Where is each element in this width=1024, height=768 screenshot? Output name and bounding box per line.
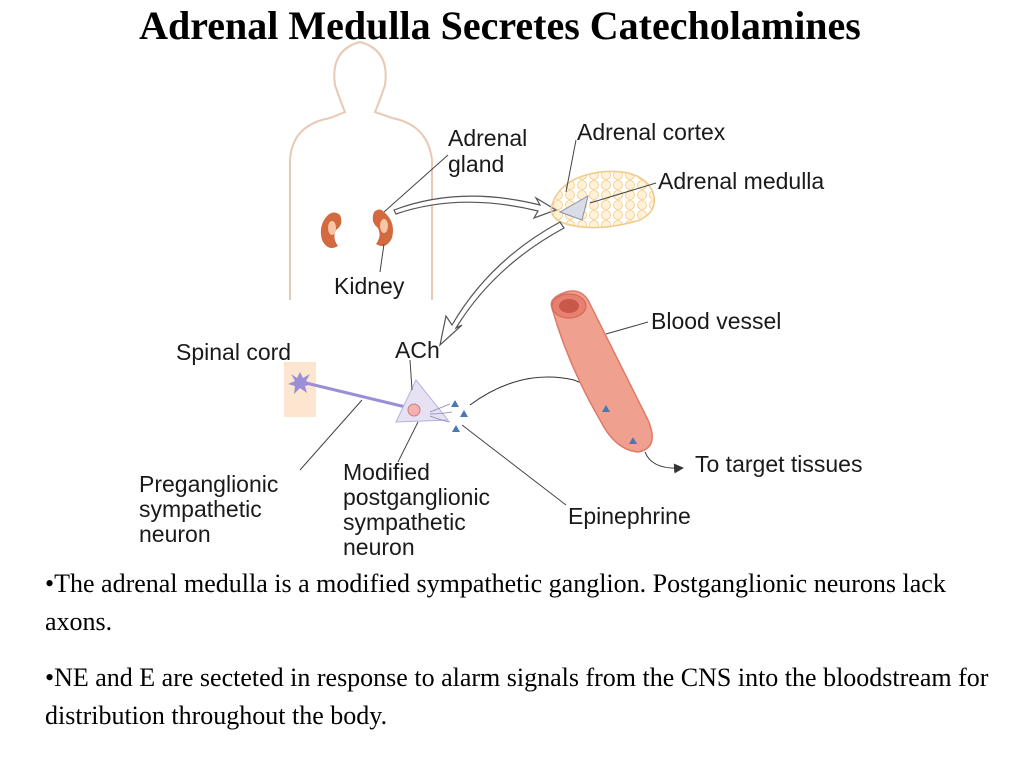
zoom-arrow xyxy=(439,221,565,347)
preganglionic-label-line1: Preganglionic xyxy=(139,471,278,497)
right-kidney xyxy=(372,209,393,246)
epinephrine-leader xyxy=(461,424,567,506)
medulla-leader xyxy=(589,182,657,204)
chromaffin-cell xyxy=(395,379,453,423)
body-outline xyxy=(289,40,433,300)
adrenal-gland-label-line2: gland xyxy=(448,151,504,177)
preganglionic-axon xyxy=(305,381,419,412)
cortex-leader xyxy=(565,139,577,193)
spinal-cord xyxy=(284,362,316,417)
modified-label-line1: Modified xyxy=(343,459,430,485)
spinal-neuron-body xyxy=(288,372,313,394)
to-target-arrow xyxy=(644,451,684,474)
adrenal-gland-leader xyxy=(383,154,449,213)
preganglionic-label-line3: neuron xyxy=(139,521,211,547)
preganglionic-leader xyxy=(299,399,363,471)
blood-vessel-label: Blood vessel xyxy=(651,308,781,334)
modified-leader xyxy=(397,421,419,463)
modified-label-line2: postganglionic xyxy=(343,484,490,510)
modified-label-line3: sympathetic xyxy=(343,509,466,535)
blood-vessel xyxy=(550,290,653,453)
bullet-list: •The adrenal medulla is a modified sympa… xyxy=(45,565,995,753)
enlarge-arrow xyxy=(393,195,558,220)
kidney-leader xyxy=(379,243,385,273)
to-target-label: To target tissues xyxy=(695,451,862,477)
epinephrine-molecules xyxy=(451,400,468,432)
ach-label: ACh xyxy=(395,337,440,363)
adrenal-gland-label-line1: Adrenal xyxy=(448,125,527,151)
epinephrine-label: Epinephrine xyxy=(568,503,691,529)
adrenal-cortex-label: Adrenal cortex xyxy=(577,119,726,145)
left-kidney xyxy=(320,212,342,248)
page-title: Adrenal Medulla Secretes Catecholamines xyxy=(139,3,861,48)
bullet-item-1: •The adrenal medulla is a modified sympa… xyxy=(45,569,946,636)
adrenal-medulla-label: Adrenal medulla xyxy=(658,168,824,194)
spinal-cord-label: Spinal cord xyxy=(176,339,291,365)
vessel-leader xyxy=(605,321,649,335)
preganglionic-label-line2: sympathetic xyxy=(139,496,262,522)
kidney-label: Kidney xyxy=(334,273,405,299)
bullet-item-2: •NE and E are secteted in response to al… xyxy=(45,663,989,730)
ach-leader xyxy=(409,359,413,391)
modified-label-line4: neuron xyxy=(343,534,415,560)
